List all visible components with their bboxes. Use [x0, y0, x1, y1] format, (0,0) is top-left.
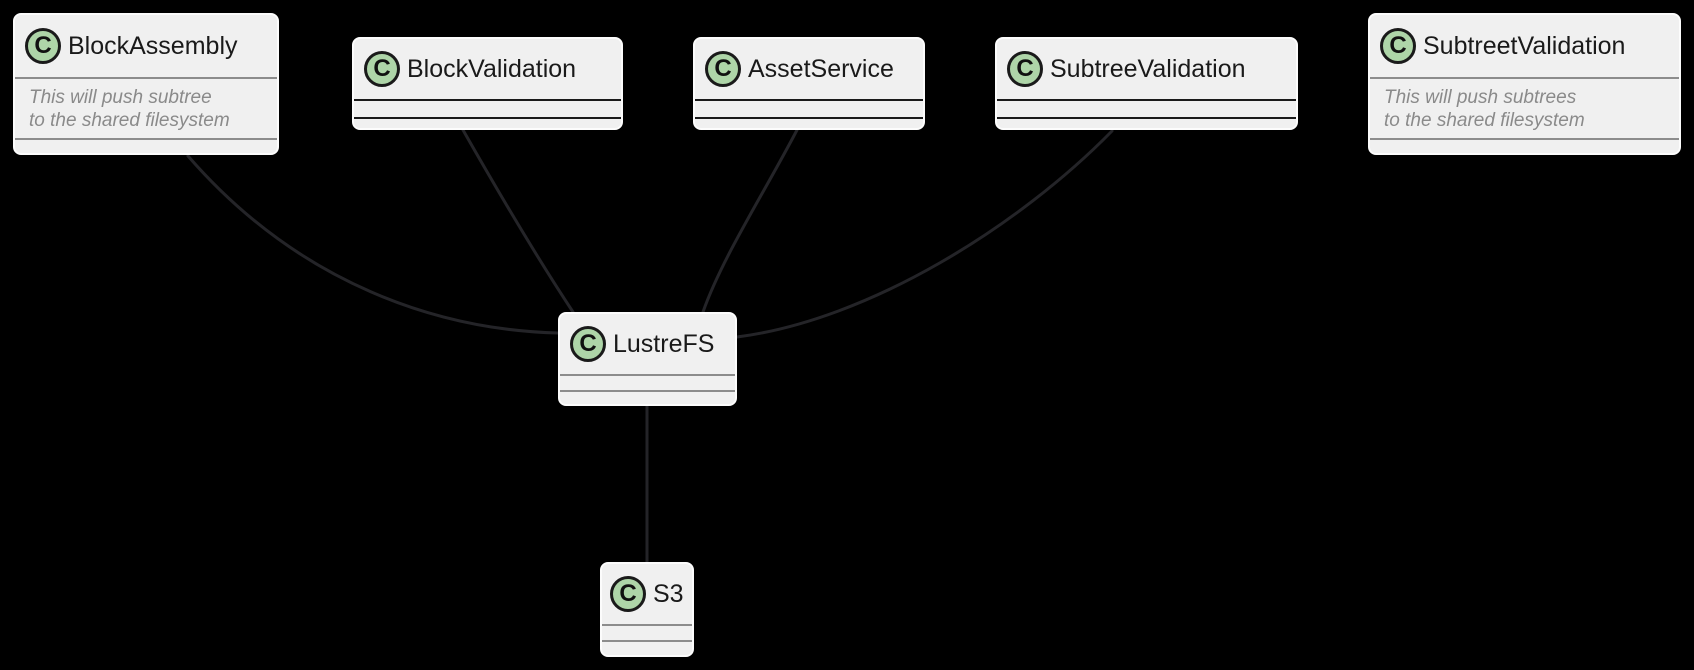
class-note: This will push subtrees to the shared fi…	[1370, 79, 1679, 138]
class-title: SubtreetValidation	[1423, 31, 1626, 60]
section-divider	[602, 640, 692, 642]
members-section-empty	[602, 626, 692, 640]
methods-section-empty	[560, 392, 735, 404]
class-c-icon: C	[364, 51, 400, 87]
section-divider	[560, 390, 735, 392]
section-divider	[560, 374, 735, 376]
class-box-assetservice[interactable]: C AssetService	[693, 37, 925, 130]
class-title: BlockAssembly	[68, 31, 238, 60]
class-c-icon: C	[1380, 28, 1416, 64]
section-divider	[354, 117, 621, 119]
methods-section-empty	[15, 140, 277, 153]
class-title-row: C AssetService	[695, 39, 923, 99]
members-section-empty	[560, 376, 735, 390]
class-box-blockvalidation[interactable]: C BlockValidation	[352, 37, 623, 130]
class-title-row: C SubtreeValidation	[997, 39, 1296, 99]
section-divider	[354, 99, 621, 101]
members-section-empty	[695, 101, 923, 117]
section-divider	[15, 138, 277, 140]
members-section-empty	[354, 101, 621, 117]
section-divider	[1370, 77, 1679, 79]
section-divider	[695, 117, 923, 119]
class-box-subtreetvalidation[interactable]: C SubtreetValidation This will push subt…	[1368, 13, 1681, 155]
edge-assetservice-lustrefs	[701, 128, 799, 314]
class-title-row: C BlockValidation	[354, 39, 621, 99]
section-divider	[1370, 138, 1679, 140]
class-c-icon: C	[1007, 51, 1043, 87]
class-title-row: C S3	[602, 564, 692, 624]
class-title: S3	[653, 579, 684, 608]
class-c-icon: C	[705, 51, 741, 87]
edge-subtreevalidation-lustrefs	[735, 129, 1114, 339]
section-divider	[997, 117, 1296, 119]
methods-section-empty	[1370, 140, 1679, 153]
class-title-row: C SubtreetValidation	[1370, 15, 1679, 77]
class-title: BlockValidation	[407, 54, 577, 83]
class-box-s3[interactable]: C S3	[600, 562, 694, 657]
edge-blockvalidation-lustrefs	[461, 128, 575, 314]
edge-blockassembly-lustrefs	[186, 154, 560, 335]
section-divider	[602, 624, 692, 626]
class-box-subtreevalidation[interactable]: C SubtreeValidation	[995, 37, 1298, 130]
class-title-row: C LustreFS	[560, 314, 735, 374]
section-divider	[695, 99, 923, 101]
note-line: to the shared filesystem	[1384, 110, 1585, 131]
section-divider	[15, 77, 277, 79]
class-title: SubtreeValidation	[1050, 54, 1246, 83]
section-divider	[997, 99, 1296, 101]
class-title: LustreFS	[613, 329, 715, 358]
methods-section-empty	[997, 119, 1296, 128]
class-title: AssetService	[748, 54, 894, 83]
class-box-lustrefs[interactable]: C LustreFS	[558, 312, 737, 406]
class-c-icon: C	[570, 326, 606, 362]
methods-section-empty	[354, 119, 621, 128]
class-c-icon: C	[25, 28, 61, 64]
class-title-row: C BlockAssembly	[15, 15, 277, 77]
members-section-empty	[997, 101, 1296, 117]
class-box-blockassembly[interactable]: C BlockAssembly This will push subtree t…	[13, 13, 279, 155]
note-line: to the shared filesystem	[29, 110, 230, 131]
methods-section-empty	[602, 642, 692, 655]
class-c-icon: C	[610, 576, 646, 612]
class-note: This will push subtree to the shared fil…	[15, 79, 277, 138]
methods-section-empty	[695, 119, 923, 128]
note-line: This will push subtree	[29, 87, 212, 108]
note-line: This will push subtrees	[1384, 87, 1577, 108]
